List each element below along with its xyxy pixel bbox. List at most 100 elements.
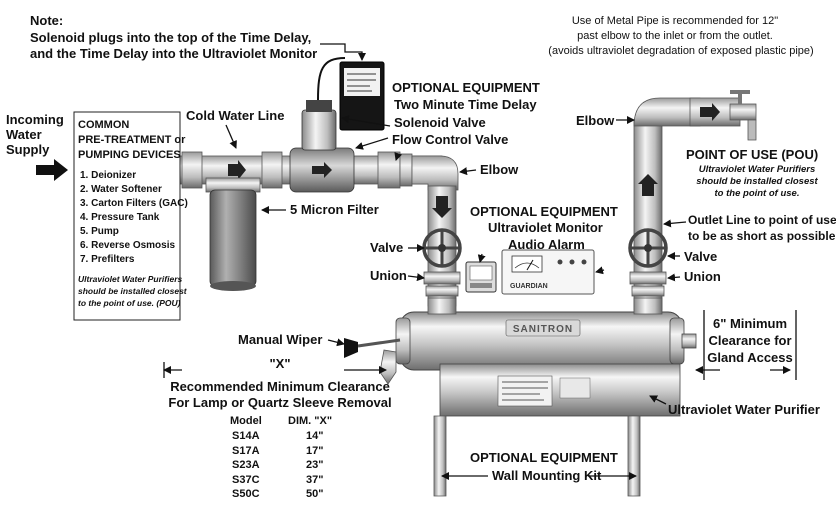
pretreatment-item: 7. Prefilters — [80, 254, 135, 265]
brand-plate — [505, 319, 581, 337]
note-line-1: Solenoid plugs into the top of the Time … — [30, 30, 312, 45]
pou-note-3: to the point of use. — [714, 188, 800, 199]
solenoid-arrow — [312, 162, 332, 178]
outlet-line-label-1: Outlet Line to point of use — [688, 213, 836, 227]
solenoid-valve-label: Solenoid Valve — [394, 115, 486, 130]
pretreatment-note-1: Ultraviolet Water Purifiers — [78, 274, 183, 284]
time-delay-label-plate — [344, 68, 380, 96]
incoming-flow-arrow — [36, 159, 68, 181]
pretreatment-title-2: PRE-TREATMENT or — [78, 134, 186, 146]
time-delay-label: Two Minute Time Delay — [394, 97, 537, 112]
controller-label — [497, 375, 553, 407]
metal-pipe-note-2: past elbow to the inlet or from the outl… — [577, 30, 773, 42]
union-label-right: Union — [684, 269, 721, 284]
outlet-union — [629, 271, 667, 285]
dim-table-header-model: Model — [230, 415, 262, 427]
flow-control-valve-label: Flow Control Valve — [392, 132, 509, 147]
outlet-union — [631, 285, 665, 297]
pretreatment-box — [73, 111, 181, 321]
faucet-body — [729, 103, 757, 121]
pretreatment-item: 4. Pressure Tank — [80, 212, 160, 223]
leader-lines — [163, 43, 791, 480]
dim-table-value: 14" — [306, 430, 324, 442]
pretreatment-item: 6. Reverse Osmosis — [80, 240, 176, 251]
gland-clearance-1: 6" Minimum — [712, 316, 788, 331]
recommended-clearance-2: For Lamp or Quartz Sleeve Removal — [168, 395, 392, 410]
dim-table-value: 23" — [306, 459, 324, 471]
pretreatment-note-3: to the point of use. (POU) — [78, 298, 181, 308]
pretreatment-title-1: COMMON — [78, 119, 130, 131]
five-micron-filter — [209, 189, 257, 287]
brand-text: SANITRON — [513, 324, 573, 335]
inlet-union — [425, 285, 459, 297]
pretreatment-item: 5. Pump — [80, 226, 119, 237]
elbow-label-right: Elbow — [576, 113, 615, 128]
incoming-line-2: Water — [6, 127, 42, 142]
wiper-knob — [344, 338, 358, 358]
uv-monitor-meter — [511, 255, 543, 273]
pretreatment-note-2: should be installed closest — [78, 286, 187, 296]
pipe-coupling — [399, 153, 413, 187]
up-flow-arrow — [638, 174, 658, 196]
solenoid-cap — [306, 100, 332, 112]
pipe-coupling — [261, 151, 283, 189]
dim-table-header-dim: DIM. "X" — [288, 415, 333, 427]
incoming-line-1: Incoming — [6, 112, 64, 127]
elbow-label-mid: Elbow — [480, 162, 519, 177]
faucet-spout — [747, 119, 757, 141]
gland-clearance-2: Clearance for — [708, 333, 792, 348]
wiper-rod — [357, 338, 401, 348]
pretreatment-title-3: PUMPING DEVICES — [78, 149, 181, 161]
out-flow-arrow — [700, 103, 720, 121]
wall-mounting-kit-label: Wall Mounting Kit — [492, 468, 602, 483]
metal-pipe-note-3: (avoids ultraviolet degradation of expos… — [548, 45, 814, 57]
uv-purifier-label: Ultraviolet Water Purifier — [668, 402, 820, 417]
wall-bracket-left — [433, 415, 447, 497]
note-line-2: and the Time Delay into the Ultraviolet … — [30, 46, 318, 61]
dim-table-model: S17A — [232, 444, 260, 457]
dim-table-model: S23A — [232, 459, 260, 471]
gland-fitting — [681, 333, 697, 349]
cold-water-line-label: Cold Water Line — [186, 108, 285, 123]
pretreatment-item: 2. Water Softener — [80, 184, 162, 195]
pou-title: POINT OF USE (POU) — [686, 147, 819, 162]
monitor-brand: GUARDIAN — [510, 283, 548, 290]
uv-monitor-label: Ultraviolet Monitor — [488, 220, 603, 235]
x-dimension-label: "X" — [269, 356, 291, 371]
inlet-port — [427, 297, 457, 315]
wall-bracket-right — [627, 415, 641, 497]
down-flow-arrow — [432, 196, 452, 218]
outlet-port — [633, 297, 663, 315]
union-label-left: Union — [370, 268, 407, 283]
optional-equipment-label-3: OPTIONAL EQUIPMENT — [470, 450, 618, 465]
optional-equipment-label-1: OPTIONAL EQUIPMENT — [392, 80, 540, 95]
filter-bottom — [210, 281, 256, 291]
dim-table-model: S14A — [232, 430, 260, 442]
optional-equipment-label-2: OPTIONAL EQUIPMENT — [470, 204, 618, 219]
solenoid-cable — [317, 57, 346, 101]
audio-alarm-label: Audio Alarm — [508, 237, 585, 252]
pipe-flow-arrow — [228, 160, 246, 180]
dim-table-value: 50" — [306, 488, 324, 500]
note-title: Note: — [30, 13, 64, 28]
valve-label-right: Valve — [684, 249, 718, 264]
outlet-line-label-2: to be as short as possible — [688, 229, 836, 243]
dim-table-model: S37C — [232, 473, 260, 486]
incoming-line-3: Supply — [6, 142, 50, 157]
pou-note-2: should be installed closest — [696, 176, 818, 187]
dim-table-value: 37" — [306, 473, 324, 486]
pou-note-1: Ultraviolet Water Purifiers — [698, 164, 816, 175]
pipe-coupling — [181, 151, 203, 189]
recommended-clearance-1: Recommended Minimum Clearance — [170, 379, 390, 394]
manual-wiper-label: Manual Wiper — [238, 332, 323, 347]
valve-label-left: Valve — [370, 240, 404, 255]
five-micron-filter-label: 5 Micron Filter — [290, 202, 379, 217]
metal-pipe-note-1: Use of Metal Pipe is recommended for 12" — [571, 15, 779, 27]
inlet-elbow — [411, 155, 459, 191]
dim-table-model: S50C — [232, 488, 260, 500]
dim-table-value: 17" — [306, 444, 324, 457]
pretreatment-item: 1. Deionizer — [80, 170, 137, 181]
inlet-union — [423, 271, 461, 285]
